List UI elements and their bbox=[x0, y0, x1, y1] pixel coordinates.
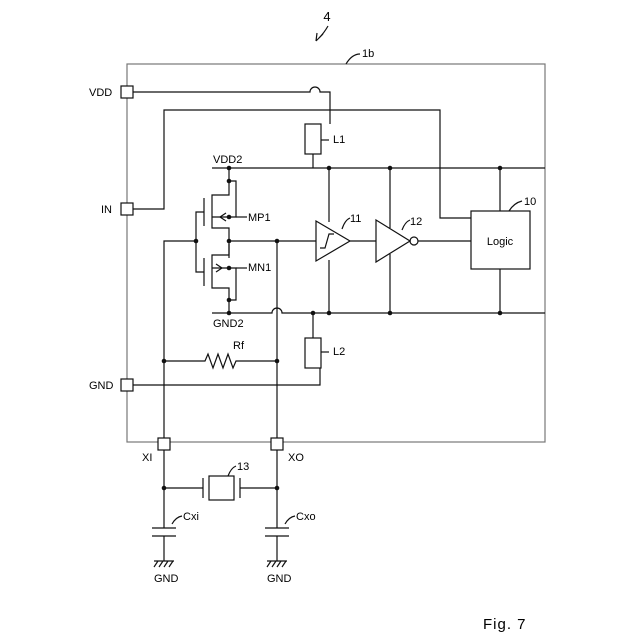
xi-line bbox=[164, 241, 196, 438]
gnd-left-label: GND bbox=[154, 573, 179, 585]
cxi-label: Cxi bbox=[183, 511, 199, 523]
gnd-pin bbox=[121, 379, 133, 391]
schmitt-leader bbox=[342, 218, 350, 229]
logic-label: Logic bbox=[487, 236, 514, 248]
mp1-bulk-tie bbox=[229, 181, 236, 217]
gnd2-rail bbox=[212, 308, 545, 313]
cxo-capacitor bbox=[265, 528, 289, 536]
ground-symbol-right bbox=[267, 561, 287, 567]
chip-ref-leader bbox=[346, 54, 360, 64]
xo-pin bbox=[271, 438, 283, 450]
logic-leader bbox=[509, 201, 522, 211]
logic-ref: 10 bbox=[524, 196, 536, 208]
in-pin-label: IN bbox=[101, 204, 112, 216]
mp1-label: MP1 bbox=[248, 212, 271, 224]
rf-label: Rf bbox=[233, 340, 245, 352]
l2-block bbox=[305, 338, 321, 368]
mn1-channel bbox=[212, 244, 229, 313]
inverter bbox=[376, 220, 410, 262]
cxi-leader bbox=[172, 516, 182, 524]
gnd-pin-label: GND bbox=[89, 380, 114, 392]
crystal-body bbox=[209, 476, 234, 500]
in-pin bbox=[121, 203, 133, 215]
mn1-label: MN1 bbox=[248, 262, 271, 274]
xo-pin-label: XO bbox=[288, 452, 304, 464]
inverter-leader bbox=[402, 220, 410, 230]
figure-caption: Fig. 7 bbox=[483, 616, 527, 633]
gnd-line bbox=[133, 368, 320, 385]
schmitt-symbol bbox=[320, 234, 334, 248]
inverter-ref: 12 bbox=[410, 216, 422, 228]
vdd-line bbox=[133, 87, 330, 124]
gnd2-label: GND2 bbox=[213, 318, 244, 330]
vdd-pin bbox=[121, 86, 133, 98]
cxo-label: Cxo bbox=[296, 511, 316, 523]
xi-pin bbox=[158, 438, 170, 450]
figure-number: 4 bbox=[323, 9, 330, 24]
chip-ref-label: 1b bbox=[362, 48, 374, 60]
rf-resistor bbox=[164, 354, 277, 368]
vdd2-label: VDD2 bbox=[213, 154, 242, 166]
l1-label: L1 bbox=[333, 134, 345, 146]
cxi-capacitor bbox=[152, 528, 176, 536]
l1-block bbox=[305, 124, 321, 154]
schmitt-ref: 11 bbox=[350, 213, 361, 225]
mn1-bulk-tie bbox=[229, 268, 236, 300]
in-line bbox=[133, 110, 471, 218]
mp1-channel bbox=[212, 168, 229, 258]
l2-label: L2 bbox=[333, 346, 345, 358]
gnd-right-label: GND bbox=[267, 573, 292, 585]
cxo-leader bbox=[285, 516, 295, 524]
schmitt-buffer bbox=[316, 221, 350, 261]
vdd-pin-label: VDD bbox=[89, 87, 112, 99]
xi-pin-label: XI bbox=[142, 452, 152, 464]
crystal-ref: 13 bbox=[237, 461, 249, 473]
ground-symbol-left bbox=[154, 561, 174, 567]
crystal-leader bbox=[228, 466, 236, 476]
inverter-bubble bbox=[410, 237, 418, 245]
